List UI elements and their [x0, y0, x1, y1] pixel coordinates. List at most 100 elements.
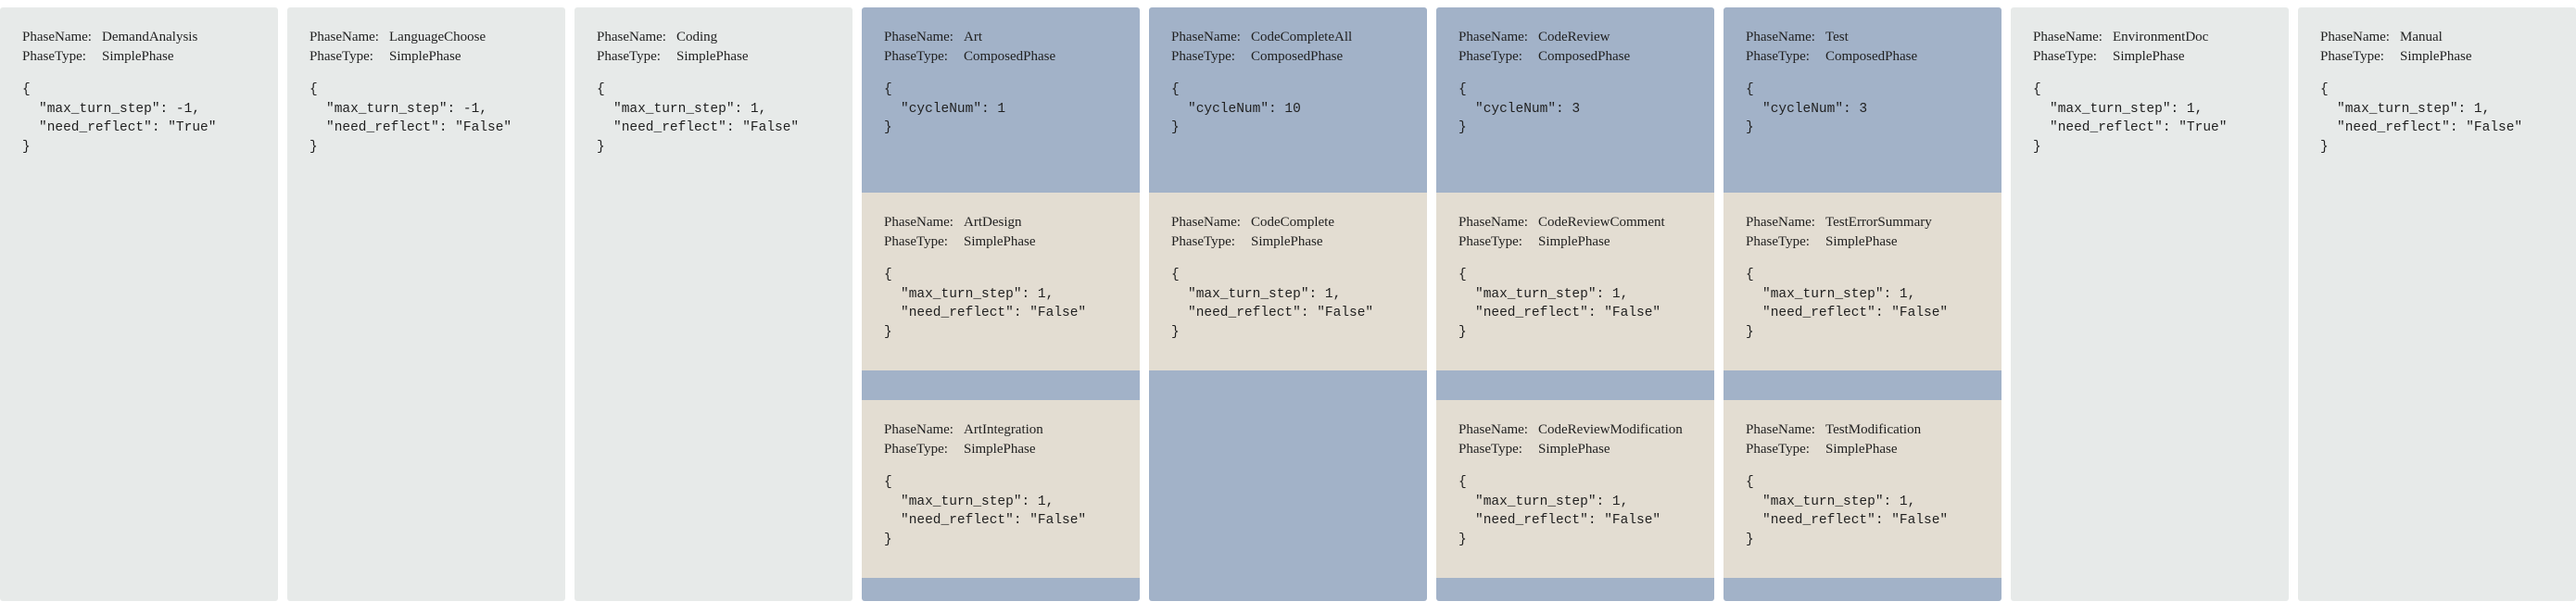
phase-config-code: {"max_turn_step": -1,"need_reflect": "Fa… [309, 81, 565, 157]
phase-type-value: SimplePhase [102, 49, 174, 64]
phase-config-code: {"max_turn_step": 1,"need_reflect": "Fal… [2320, 81, 2576, 157]
code-line: { [2320, 82, 2329, 97]
phase-type-label: PhaseType: [884, 49, 948, 64]
phase-name-label: PhaseName: [1458, 215, 1528, 230]
code-line: { [1458, 475, 1467, 490]
code-line: } [1746, 324, 1754, 340]
phase-name-row: PhaseName:ArtIntegration [884, 420, 1140, 440]
phase-config-code: {"max_turn_step": 1,"need_reflect": "Fal… [884, 266, 1140, 342]
phase-type-label: PhaseType: [1746, 442, 1810, 457]
phase-name-label: PhaseName: [2320, 30, 2390, 44]
phase-config-code: {"cycleNum": 3} [1458, 81, 1714, 138]
phase-type-label: PhaseType: [1458, 442, 1522, 457]
phase-type-label: PhaseType: [309, 49, 373, 64]
phase-type-label: PhaseType: [1171, 49, 1235, 64]
phase-name-value: Manual [2400, 30, 2443, 44]
code-line: "cycleNum": 3 [1475, 101, 1581, 117]
phase-type-value: SimplePhase [1538, 234, 1610, 249]
phase-type-label: PhaseType: [1458, 49, 1522, 64]
phase-name-row: PhaseName: Art [884, 28, 1140, 47]
phase-name-label: PhaseName: [1746, 422, 1815, 437]
phase-name-row: PhaseName:LanguageChoose [309, 28, 565, 47]
phase-type-value: ComposedPhase [1251, 49, 1344, 64]
phase-name-value: LanguageChoose [389, 30, 486, 44]
code-line: } [1746, 532, 1754, 547]
phase-type-value: SimplePhase [964, 234, 1036, 249]
code-line: { [1746, 82, 1754, 97]
code-line: "max_turn_step": 1, [901, 494, 1054, 509]
code-line: "max_turn_step": -1, [39, 101, 201, 117]
phase-type-value: SimplePhase [2113, 49, 2185, 64]
code-line: } [884, 120, 892, 135]
phase-type-value: ComposedPhase [1825, 49, 1918, 64]
phase-name-label: PhaseName: [1746, 215, 1815, 230]
code-line: } [22, 139, 31, 155]
phase-type-label: PhaseType: [884, 234, 948, 249]
code-line: { [597, 82, 605, 97]
phase-type-label: PhaseType: [2033, 49, 2097, 64]
phase-type-row: PhaseType: ComposedPhase [1458, 47, 1714, 67]
phase-type-value: ComposedPhase [1538, 49, 1631, 64]
phase-name-label: PhaseName: [2033, 30, 2102, 44]
phase-type-value: SimplePhase [676, 49, 749, 64]
phase-type-row: PhaseType:SimplePhase [1171, 232, 1427, 252]
phase-name-label: PhaseName: [1171, 215, 1241, 230]
code-line: { [309, 82, 318, 97]
code-line: } [597, 139, 605, 155]
phase-config-code: {"cycleNum": 3} [1746, 81, 2001, 138]
phase-name-value: ArtIntegration [964, 422, 1043, 437]
code-line: } [2033, 139, 2041, 155]
phase-type-label: PhaseType: [22, 49, 86, 64]
phase-name-label: PhaseName: [1458, 422, 1528, 437]
code-line: "max_turn_step": 1, [1475, 494, 1629, 509]
phase-name-row: PhaseName:DemandAnalysis [22, 28, 278, 47]
code-line: "need_reflect": "False" [1475, 513, 1661, 528]
phase-name-label: PhaseName: [884, 215, 953, 230]
phase-type-label: PhaseType: [1746, 234, 1810, 249]
phase-name-value: CodeReviewModification [1538, 422, 1683, 437]
code-line: "max_turn_step": 1, [1762, 494, 1916, 509]
code-line: "need_reflect": "False" [1762, 513, 1949, 528]
phase-type-label: PhaseType: [1458, 234, 1522, 249]
phase-type-value: SimplePhase [1251, 234, 1323, 249]
code-line: "cycleNum": 1 [901, 101, 1006, 117]
phase-type-label: PhaseType: [884, 442, 948, 457]
phase-name-value: Art [964, 30, 982, 44]
code-line: { [1746, 268, 1754, 282]
code-line: } [1458, 532, 1467, 547]
phase-type-value: ComposedPhase [964, 49, 1056, 64]
code-line: { [2033, 82, 2041, 97]
code-line: "cycleNum": 3 [1762, 101, 1868, 117]
phase-type-row: PhaseType:SimplePhase [1746, 440, 2001, 459]
phase-type-row: PhaseType:SimplePhase [884, 440, 1140, 459]
phase-name-value: CodeCompleteAll [1251, 30, 1353, 44]
phase-config-code: {"max_turn_step": 1,"need_reflect": "Fal… [1746, 266, 2001, 342]
phase-type-value: SimplePhase [1538, 442, 1610, 457]
code-line: "need_reflect": "False" [1475, 306, 1661, 320]
phase-name-label: PhaseName: [597, 30, 666, 44]
phase-name-row: PhaseName:EnvironmentDoc [2033, 28, 2289, 47]
phase-type-row: PhaseType: ComposedPhase [884, 47, 1140, 67]
phase-name-label: PhaseName: [1458, 30, 1528, 44]
phase-type-value: SimplePhase [2400, 49, 2472, 64]
phase-config-code: {"max_turn_step": 1,"need_reflect": "Fal… [1746, 473, 2001, 549]
phase-type-label: PhaseType: [597, 49, 661, 64]
phase-name-label: PhaseName: [884, 30, 953, 44]
code-line: } [1171, 324, 1180, 340]
code-line: "max_turn_step": 1, [1475, 286, 1629, 302]
code-line: { [884, 268, 892, 282]
phase-name-row: PhaseName:CodeCompleteAll [1171, 28, 1427, 47]
code-line: { [1458, 82, 1467, 97]
code-line: { [884, 475, 892, 490]
phase-name-value: CodeReview [1538, 30, 1610, 44]
